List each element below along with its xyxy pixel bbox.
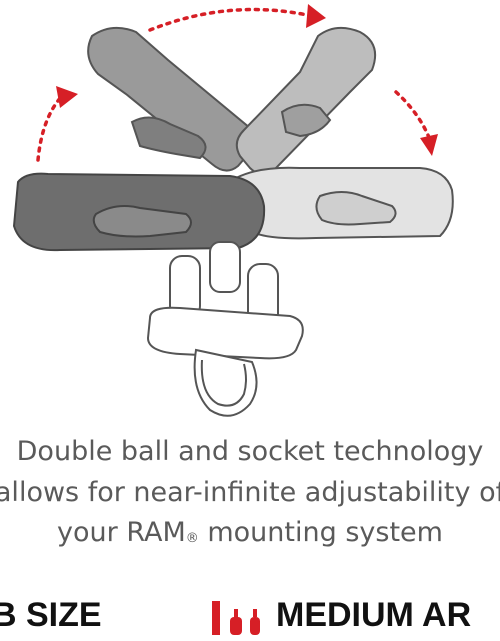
left-arrow-path <box>36 94 64 162</box>
ball-size-label: B SIZE <box>0 596 102 634</box>
top-arrowhead-icon <box>306 4 326 28</box>
arrow-heads <box>56 4 438 156</box>
arm-tilted-left <box>87 26 257 172</box>
caption-line-2: allows for near-infinite adjustability o… <box>0 477 500 508</box>
mount-illustration <box>12 4 454 417</box>
caption-line-3: your RAM® mounting system <box>0 514 500 552</box>
arm-length-icon <box>212 601 260 635</box>
registered-mark: ® <box>185 531 199 546</box>
left-arrowhead-icon <box>56 86 78 108</box>
caption-line-1: Double ball and socket technology <box>16 436 484 467</box>
u-bolt-base <box>146 241 304 417</box>
top-arrow-path <box>148 7 314 32</box>
arm-horizontal-right <box>234 166 454 240</box>
caption-line-3-prefix: your RAM <box>57 517 186 548</box>
arm-horizontal-left <box>12 172 266 252</box>
arm-length-label: MEDIUM AR <box>276 596 472 634</box>
arm-tilted-right <box>235 26 376 175</box>
caption-line-3-suffix: mounting system <box>198 517 443 548</box>
arm-length-feature: MEDIUM AR <box>210 590 471 640</box>
right-arrow-path <box>394 90 432 142</box>
right-arrowhead-icon <box>420 134 438 156</box>
rotation-arrows <box>36 7 432 162</box>
